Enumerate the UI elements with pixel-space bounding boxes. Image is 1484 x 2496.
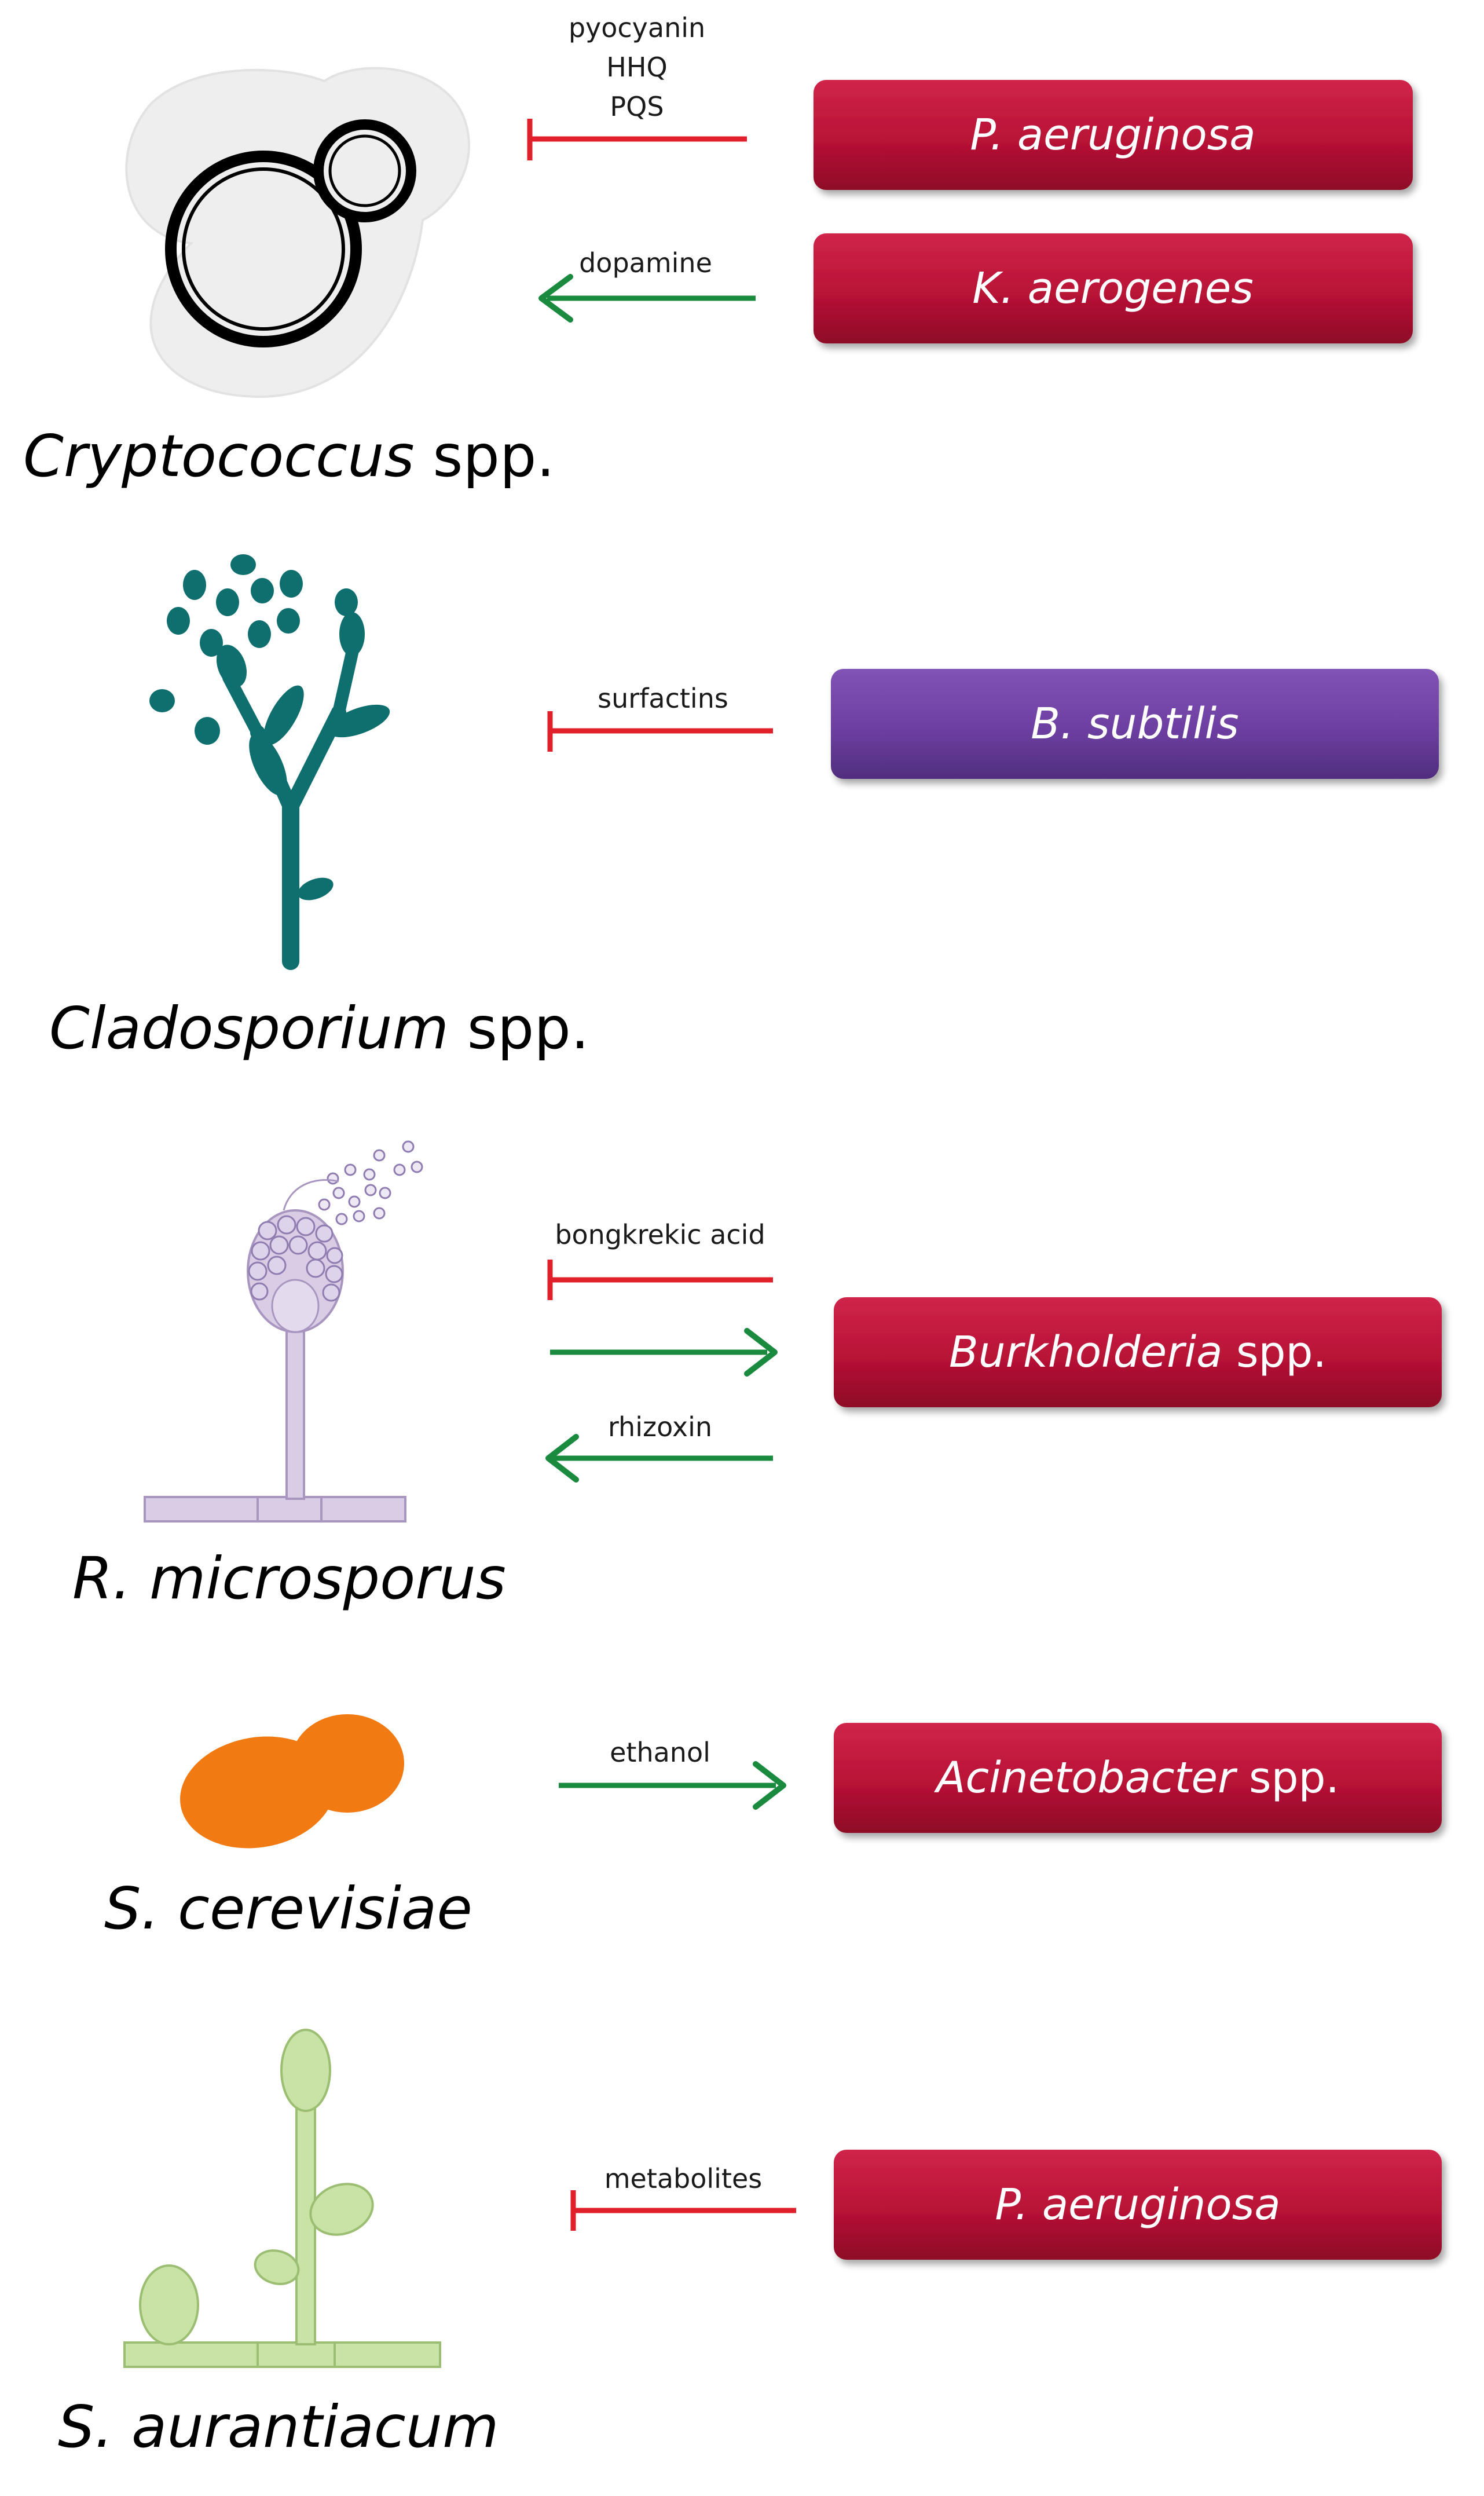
bacterium-box-acinetobacter: Acinetobacter spp. (834, 1723, 1442, 1833)
promotion-arrow (545, 1434, 773, 1483)
molecule-label-hhq: HHQ (606, 52, 667, 83)
sporangiophore (285, 1313, 305, 1500)
inhibition-arrow (527, 119, 747, 160)
promotion-arrow (538, 274, 756, 323)
bacterium-box-b-subtilis: B. subtilis (831, 669, 1439, 779)
molecule-label-ethanol: ethanol (610, 1737, 710, 1768)
molecule-label-surfactins: surfactins (598, 683, 728, 714)
row-s-cerevisiae: S. cerevisiae ethanol Acinetobacter spp. (104, 1714, 1442, 1942)
mother-cell-outer (165, 151, 362, 347)
bacterium-box-p-aeruginosa: P. aeruginosa (814, 80, 1413, 190)
budding-yeast-icon (180, 1714, 404, 1849)
molecule-label-pyocyanin: pyocyanin (569, 12, 705, 43)
svg-text:K. aerogenes: K. aerogenes (972, 263, 1254, 313)
fungus-name-r-microsporus: R. microsporus (72, 1545, 506, 1612)
fungus-name-s-cerevisiae: S. cerevisiae (104, 1875, 472, 1942)
bacterium-box-k-aerogenes: K. aerogenes (814, 233, 1413, 343)
hypha-base (144, 1496, 406, 1523)
fungus-name-cryptococcus: Cryptococcus spp. (23, 422, 555, 490)
cryptococcus-yeast-icon (125, 67, 470, 398)
row-cryptococcus: Cryptococcus spp. pyocyanin HHQ PQS P. a… (23, 12, 1413, 490)
daughter-bud-inner (328, 134, 401, 207)
columella (271, 1279, 320, 1333)
rhizopus-sporangium-icon (144, 1140, 423, 1523)
svg-text:B. subtilis: B. subtilis (1031, 699, 1239, 749)
molecule-label-dopamine: dopamine (579, 247, 712, 279)
bacterium-box-p-aeruginosa-2: P. aeruginosa (834, 2150, 1442, 2260)
promotion-arrow-to-bacterium (559, 1761, 786, 1810)
daughter-bud-outer (313, 119, 416, 222)
svg-text:Burkholderia spp.: Burkholderia spp. (949, 1327, 1327, 1377)
molecule-label-bongkrekic-acid: bongkrekic acid (555, 1219, 765, 1250)
molecule-label-metabolites: metabolites (604, 2163, 763, 2194)
molecule-label-pqs: PQS (610, 91, 664, 122)
row-s-aurantiacum: S. aurantiacum metabolites P. aeruginosa (58, 2029, 1442, 2461)
molecule-label-rhizoxin: rhizoxin (608, 1411, 712, 1443)
scedosporium-hyphae-icon (123, 2029, 441, 2368)
inhibition-arrow (547, 1260, 773, 1300)
mother-cell-inner (182, 167, 345, 331)
row-cladosporium: Cladosporium spp. surfactins B. subtilis (49, 554, 1439, 1062)
inhibition-arrow (547, 711, 773, 752)
svg-text:P. aeruginosa: P. aeruginosa (970, 110, 1255, 160)
hypha-base (123, 2341, 441, 2368)
cladosporium-conidiophore-icon (149, 554, 390, 970)
svg-text:P. aeruginosa: P. aeruginosa (995, 2180, 1280, 2230)
row-r-microsporus: R. microsporus bongkrekic acid Burkholde… (72, 1140, 1442, 1612)
bacterium-box-burkholderia: Burkholderia spp. (834, 1297, 1442, 1407)
fungus-name-s-aurantiacum: S. aurantiacum (58, 2393, 499, 2461)
inhibition-arrow (570, 2190, 796, 2231)
fungus-name-cladosporium: Cladosporium spp. (49, 994, 589, 1062)
svg-text:Acinetobacter spp.: Acinetobacter spp. (934, 1753, 1339, 1803)
promotion-arrow-to-bacterium (550, 1328, 778, 1377)
